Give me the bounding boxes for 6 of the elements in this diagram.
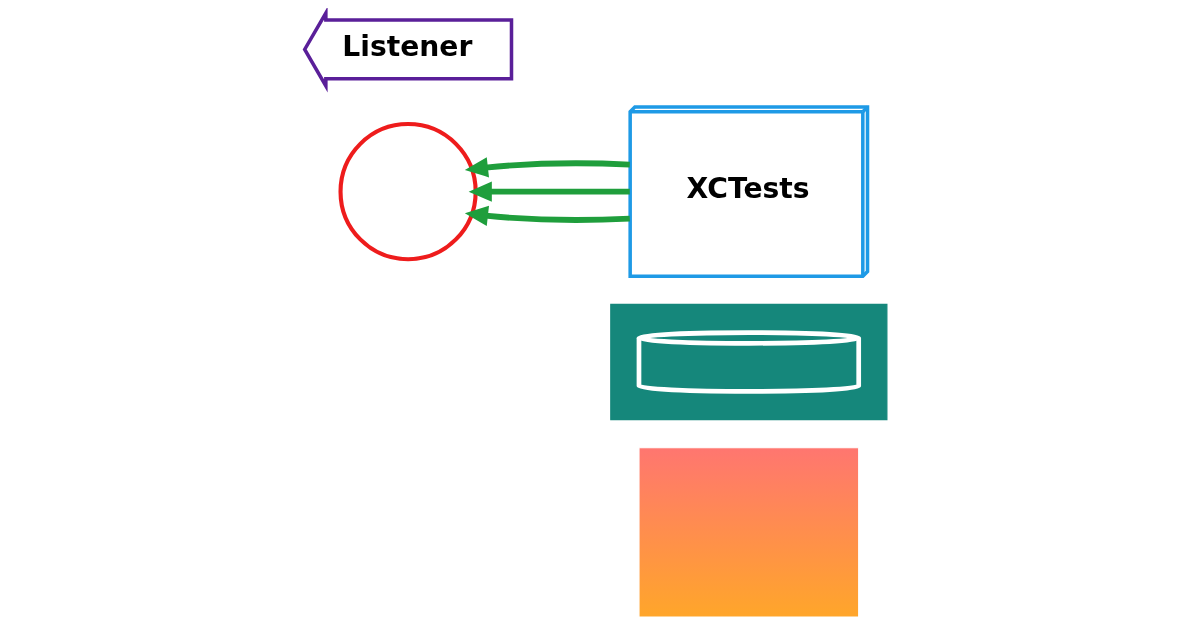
- node-box: [637, 447, 859, 618]
- arrow: [468, 181, 630, 202]
- arrow: [464, 157, 630, 178]
- node-circle: [338, 122, 478, 262]
- arrow: [464, 205, 630, 226]
- cluster: [609, 303, 887, 421]
